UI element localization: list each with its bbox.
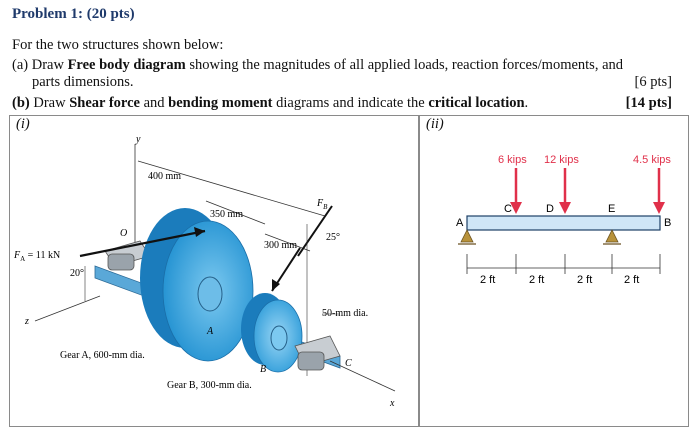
part-b-bold1: Shear force <box>69 95 140 111</box>
figure-i-panel: (i) y 400 mm 350 mm 300 mm FB 25° O <box>9 115 419 427</box>
support-a <box>460 229 474 243</box>
point-a-label: A <box>456 217 464 229</box>
part-a-points: [6 pts] <box>634 74 672 90</box>
point-e-label: E <box>608 203 615 215</box>
part-b-mid: and <box>139 95 169 111</box>
shaft-gear-figure: y 400 mm 350 mm 300 mm FB 25° O FA = 11 … <box>13 134 396 409</box>
gear-b-point-label: B <box>260 364 266 375</box>
beam-figure: 6 kips 12 kips 4.5 kips A C D E B 2 ft 2… <box>456 154 671 286</box>
z-axis-label: z <box>24 316 29 327</box>
dim-300-label: 300 mm <box>264 240 297 251</box>
part-a-label: (a) <box>12 57 29 73</box>
support-e <box>605 229 619 243</box>
angle-25-label: 25° <box>326 232 340 243</box>
part-b-points: [14 pts] <box>625 95 672 111</box>
part-b-pre: Draw <box>29 95 70 111</box>
intro-text: For the two structures shown below: <box>12 37 224 53</box>
part-b: (b) Draw Shear force and bending moment … <box>12 95 672 112</box>
point-c-label: C <box>504 203 512 215</box>
span-1-label: 2 ft <box>480 274 495 286</box>
part-a-line2: parts dimensions. <box>32 74 134 90</box>
figure-ii-label: (ii) <box>426 116 444 132</box>
part-b-bold3: critical location <box>428 95 525 111</box>
dim-400-label: 400 mm <box>148 171 181 182</box>
gear-a-point-label: A <box>206 326 214 337</box>
bearing-o-label: O <box>120 228 127 239</box>
part-a: (a) Draw Free body diagram showing the m… <box>12 57 672 91</box>
load-4-5kips-label: 4.5 kips <box>633 154 671 166</box>
span-4-label: 2 ft <box>624 274 639 286</box>
x-axis-label: x <box>389 398 395 409</box>
span-3-label: 2 ft <box>577 274 592 286</box>
fb-label: FB <box>316 198 328 211</box>
part-b-label: (b) <box>12 95 30 111</box>
part-a-pre: Draw <box>31 57 68 73</box>
y-axis-label: y <box>135 134 141 145</box>
dim-350-label: 350 mm <box>210 209 243 220</box>
figure-ii-panel: (ii) 6 kips 12 kips 4.5 kips A C D E B 2 <box>419 115 689 427</box>
bearing-o <box>107 253 135 271</box>
part-b-end: . <box>524 95 529 111</box>
gear-b-caption: Gear B, 300-mm dia. <box>167 380 252 391</box>
angle-20-label: 20° <box>70 268 84 279</box>
dia-50-label: 50-mm dia. <box>322 308 368 319</box>
problem-title: Problem 1: (20 pts) <box>12 6 135 22</box>
part-a-rest: showing the magnitudes of all applied lo… <box>185 57 624 73</box>
beam <box>466 215 661 231</box>
bearing-c-label: C <box>345 358 352 369</box>
part-b-bold2: bending moment <box>168 95 273 111</box>
point-d-label: D <box>546 203 554 215</box>
part-b-mid2: diagrams and indicate the <box>272 95 429 111</box>
load-6kips-label: 6 kips <box>498 154 527 166</box>
gear-a-caption: Gear A, 600-mm dia. <box>60 350 145 361</box>
part-a-bold: Free body diagram <box>67 57 186 73</box>
load-12kips-label: 12 kips <box>544 154 579 166</box>
figure-i-label: (i) <box>16 116 30 132</box>
span-2-label: 2 ft <box>529 274 544 286</box>
bearing-c <box>297 351 325 371</box>
fa-label: FA = 11 kN <box>13 250 60 263</box>
point-b-label: B <box>664 217 671 229</box>
